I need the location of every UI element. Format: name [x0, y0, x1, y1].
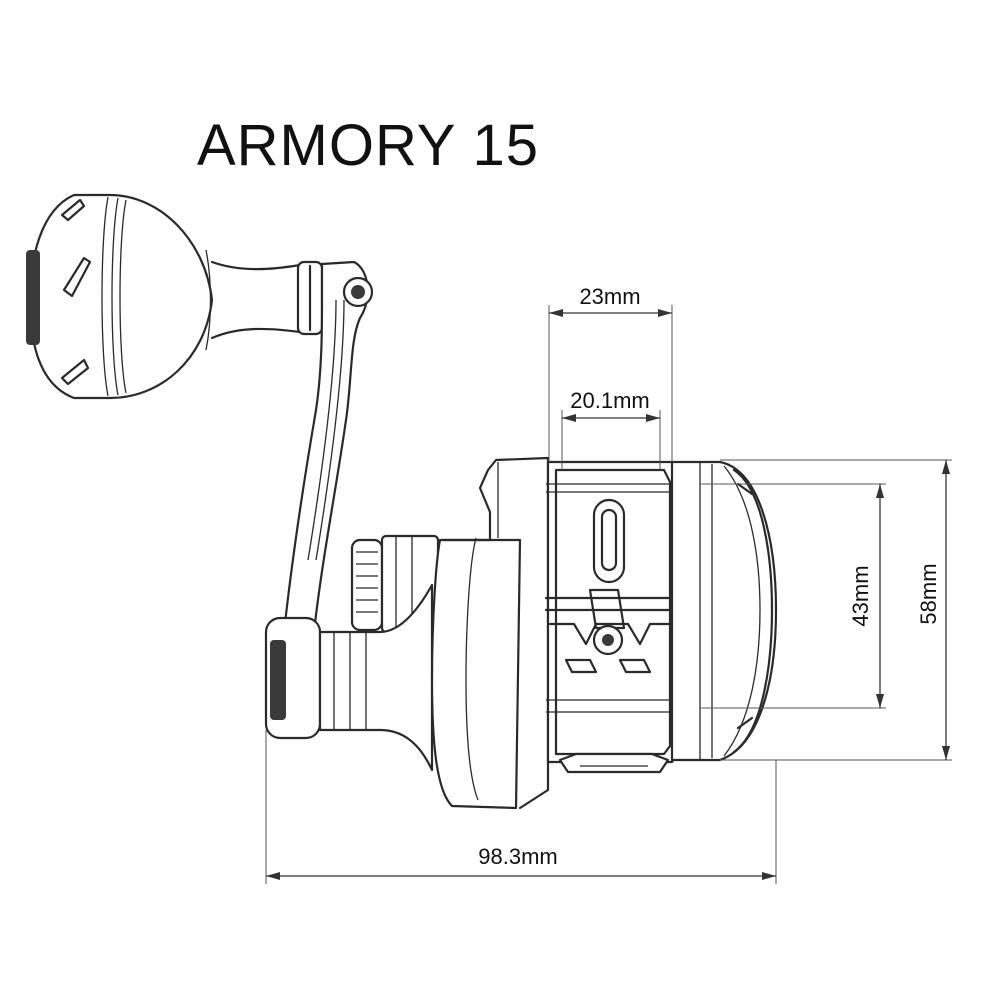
page-title: ARMORY 15 — [196, 113, 540, 178]
dimension-20-1mm: 20.1mm — [561, 388, 661, 470]
spool-side-cover — [670, 460, 778, 762]
side-plate — [430, 456, 550, 810]
dimension-label-43mm: 43mm — [848, 565, 873, 626]
dimension-98-3mm: 98.3mm — [265, 730, 777, 884]
reel-frame — [544, 460, 682, 774]
dimension-58mm: 58mm — [720, 459, 952, 761]
dimension-label-58mm: 58mm — [916, 563, 941, 624]
handle-base — [264, 583, 434, 772]
dimension-label-20-1mm: 20.1mm — [570, 388, 649, 413]
dimension-43mm: 43mm — [700, 483, 886, 709]
dimension-label-98-3mm: 98.3mm — [478, 844, 557, 869]
handle-stem — [210, 260, 324, 340]
dimension-label-23mm: 23mm — [579, 284, 640, 309]
handle-arm — [282, 260, 374, 634]
handle-knob — [26, 193, 214, 400]
dimension-23mm: 23mm — [548, 284, 673, 462]
